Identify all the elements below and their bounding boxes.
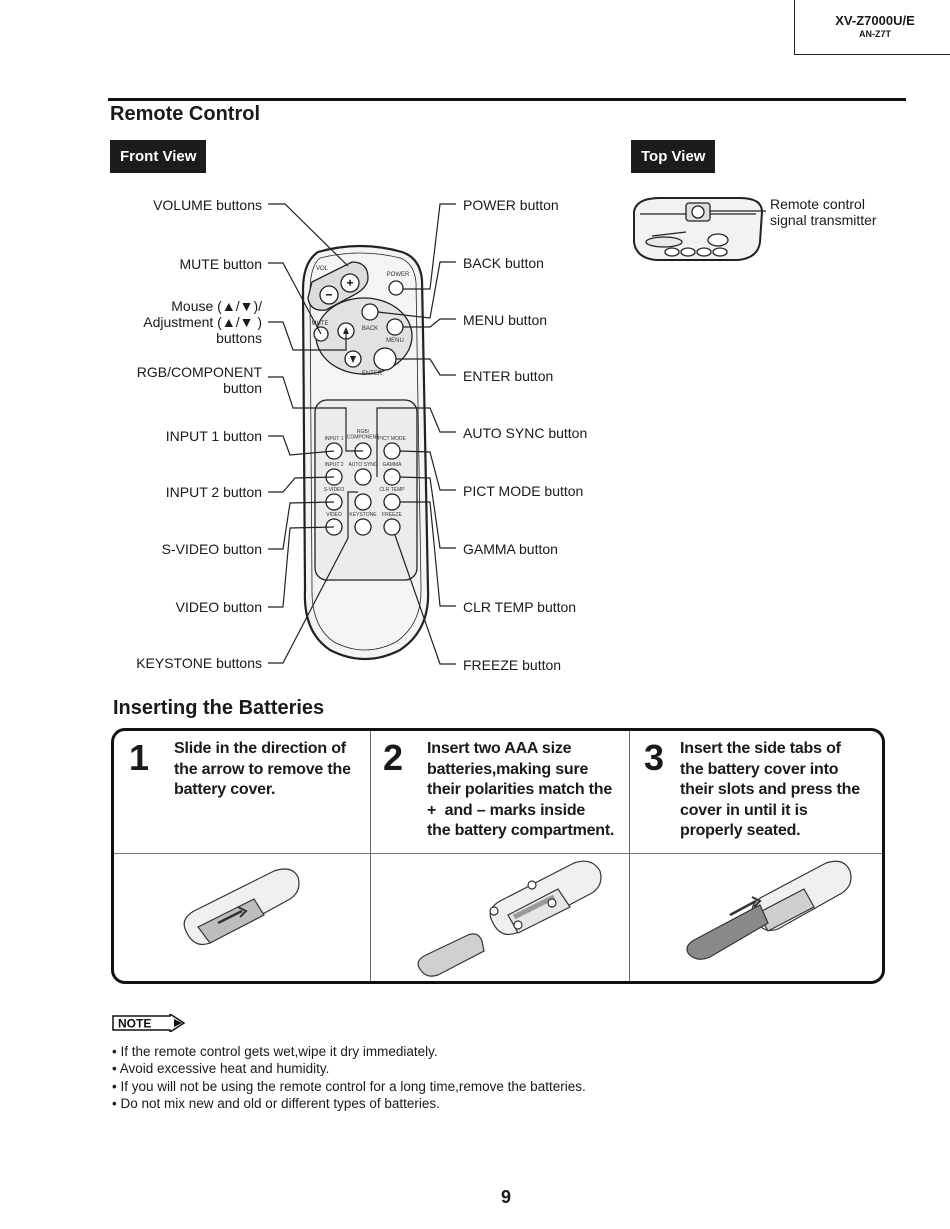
label-gamma: GAMMA button — [463, 541, 558, 557]
note-list: • If the remote control gets wet,wipe it… — [112, 1043, 586, 1112]
remote-diagram: VOL POWER MUTE BACK MENU ENTER INPUT 1 R… — [268, 197, 766, 665]
row-divider — [114, 853, 882, 854]
remote-pict-text: PICT MODE — [378, 436, 406, 442]
model-number: XV-Z7000U/E — [835, 13, 915, 28]
note-item: • Do not mix new and old or different ty… — [112, 1095, 440, 1111]
remote-gamma-text: GAMMA — [383, 462, 403, 468]
column-divider — [370, 731, 371, 981]
note-badge: NOTE — [112, 1014, 192, 1032]
note-item: • Avoid excessive heat and humidity. — [112, 1061, 330, 1077]
remote-vol-text: VOL — [316, 266, 329, 272]
label-back: BACK button — [463, 255, 544, 271]
page-number: 9 — [500, 1187, 511, 1207]
remote-autosync-text: AUTO SYNC — [348, 462, 377, 468]
remote-clrtemp-text: CLR TEMP — [379, 487, 405, 493]
remote-input2-text: INPUT 2 — [324, 462, 343, 468]
remote-video-text: VIDEO — [326, 512, 342, 518]
step-1-number: 1 — [129, 737, 150, 778]
remote-power-text: POWER — [387, 272, 410, 278]
label-enter: ENTER button — [463, 368, 554, 384]
model-submodel: AN-Z7T — [859, 29, 891, 39]
label-signal-transmitter: Remote control signal transmitter — [770, 196, 877, 228]
note-item: • If you will not be using the remote co… — [112, 1078, 586, 1094]
remote-keystone-text: KEYSTONE — [349, 512, 377, 518]
remote-input1-text: INPUT 1 — [324, 436, 343, 442]
remote-back-text: BACK — [362, 326, 378, 332]
label-svideo: S-VIDEO button — [161, 541, 262, 557]
label-input1: INPUT 1 button — [165, 428, 262, 444]
label-video: VIDEO button — [175, 599, 262, 615]
label-keystone: KEYSTONE buttons — [136, 655, 262, 671]
battery-step-illustrations — [183, 860, 852, 977]
remote-svideo-text: S-VIDEO — [324, 487, 345, 493]
label-pict-mode: PICT MODE button — [463, 483, 584, 499]
column-divider — [629, 731, 630, 981]
note-item: • If the remote control gets wet,wipe it… — [112, 1044, 438, 1059]
remote-mute-text: MUTE — [312, 321, 329, 327]
label-clr-temp: CLR TEMP button — [463, 599, 577, 615]
label-freeze: FREEZE button — [463, 657, 562, 673]
model-box: XV-Z7000U/E AN-Z7T — [794, 0, 950, 55]
top-view-tag: Top View — [631, 140, 716, 173]
remote-enter-text: ENTER — [362, 371, 383, 377]
label-mute: MUTE button — [179, 256, 262, 272]
step-3-text: Insert the side tabs of the battery cove… — [680, 740, 860, 839]
label-power: POWER button — [463, 197, 559, 213]
label-rgb-component: RGB/COMPONENT button — [136, 364, 262, 396]
note-label: NOTE — [118, 1017, 151, 1031]
label-mouse-adjust: Mouse (▲/▼)/ Adjustment (▲/▼ ) buttons — [143, 298, 262, 346]
label-auto-sync: AUTO SYNC button — [463, 425, 588, 441]
batteries-title: Inserting the Batteries — [113, 697, 325, 719]
remote-freeze-text: FREEZE — [382, 512, 402, 518]
step-3-number: 3 — [644, 737, 665, 778]
step-2-text: Insert two AAA size batteries,making sur… — [427, 740, 615, 839]
step-2-number: 2 — [383, 737, 404, 778]
front-view-tag: Front View — [110, 140, 207, 173]
label-input2: INPUT 2 button — [165, 484, 262, 500]
remote-menu-text: MENU — [386, 338, 404, 344]
section-title: Remote Control — [110, 103, 260, 125]
step-1-text: Slide in the direction of the arrow to r… — [174, 740, 351, 798]
remote-rgb-text: RGB/COMPONENT — [347, 429, 380, 441]
batteries-panel: 1 Slide in the direction of the arrow to… — [111, 728, 885, 984]
label-menu: MENU button — [463, 312, 548, 328]
label-volume: VOLUME buttons — [153, 197, 262, 213]
section-rule — [108, 98, 906, 101]
